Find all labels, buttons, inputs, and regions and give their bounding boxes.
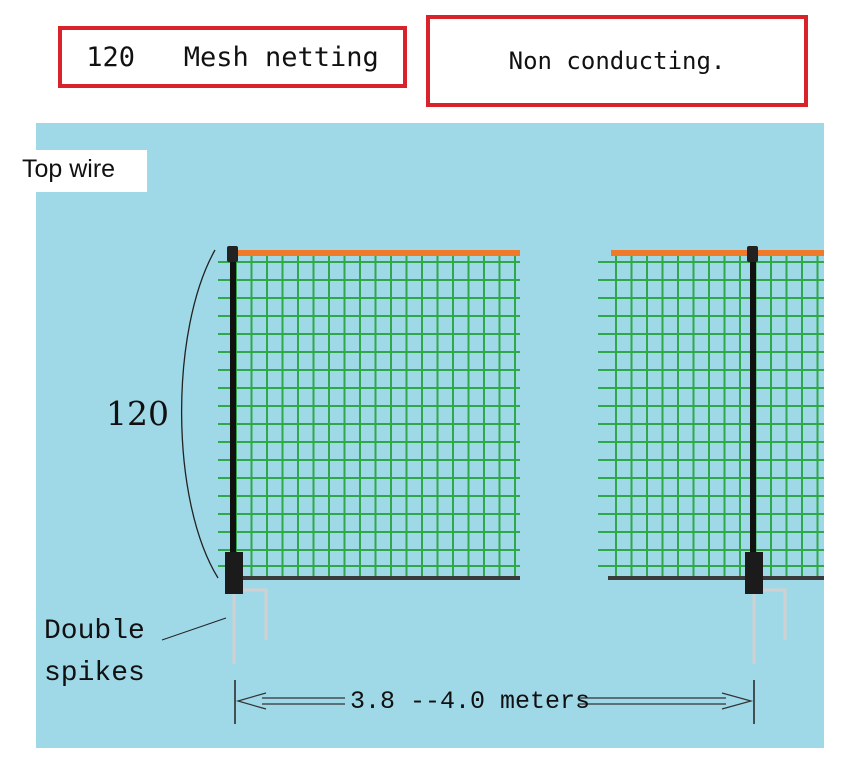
post-left-base xyxy=(225,552,243,594)
top-wire-label: Top wire xyxy=(22,155,115,183)
spike-label-line2: spikes xyxy=(44,658,145,689)
mesh-netting-label-box: 120 Mesh netting xyxy=(58,26,407,88)
post-right-base xyxy=(745,552,763,594)
spike-label-line1: Double xyxy=(44,616,145,647)
post-right-cap xyxy=(747,246,758,262)
span-arrow-left xyxy=(235,692,345,710)
mesh-panel-right xyxy=(598,250,824,580)
mesh-netting-label: 120 Mesh netting xyxy=(86,41,379,73)
post-right-rod xyxy=(750,249,756,564)
post-left-rod xyxy=(230,249,236,564)
non-conducting-label-box: Non conducting. xyxy=(426,15,808,107)
diagram-background xyxy=(36,123,824,748)
post-left xyxy=(225,246,268,664)
height-bracket xyxy=(181,249,219,579)
height-label: 120 xyxy=(106,394,169,433)
top-wire-tag xyxy=(16,150,147,192)
span-label: 3.8 --4.0 meters xyxy=(350,687,590,716)
post-left-cap xyxy=(227,246,238,262)
post-right xyxy=(745,246,787,664)
non-conducting-label: Non conducting. xyxy=(508,47,726,75)
span-arrow-right xyxy=(578,692,754,710)
spike-pointer-line xyxy=(161,617,227,641)
spike-right-b xyxy=(763,588,787,640)
spike-left-b xyxy=(243,588,268,640)
